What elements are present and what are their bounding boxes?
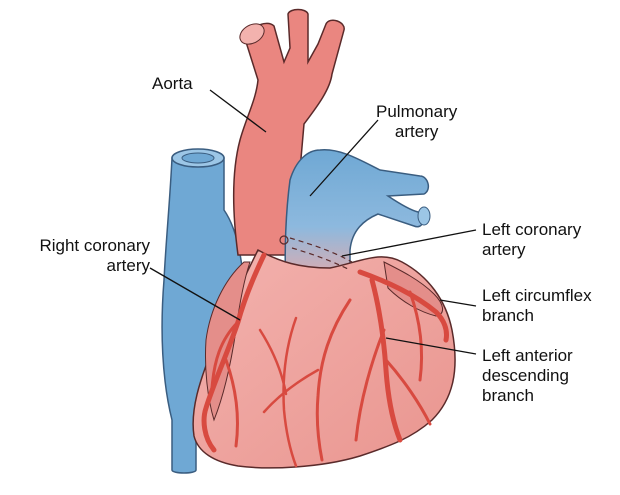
pulmonary-branch-opening [418, 207, 430, 225]
label-left-coronary-artery: Left coronary artery [482, 220, 581, 260]
label-left-circumflex-branch: Left circumflex branch [482, 286, 592, 326]
label-left-anterior-descending-branch: Left anterior descending branch [482, 346, 573, 406]
label-pulmonary-artery: Pulmonary artery [376, 102, 457, 142]
label-right-coronary-artery: Right coronary artery [8, 236, 150, 276]
label-aorta: Aorta [152, 74, 193, 94]
leader-left-circumflex-branch [440, 300, 476, 306]
leader-left-coronary-artery [342, 230, 476, 256]
